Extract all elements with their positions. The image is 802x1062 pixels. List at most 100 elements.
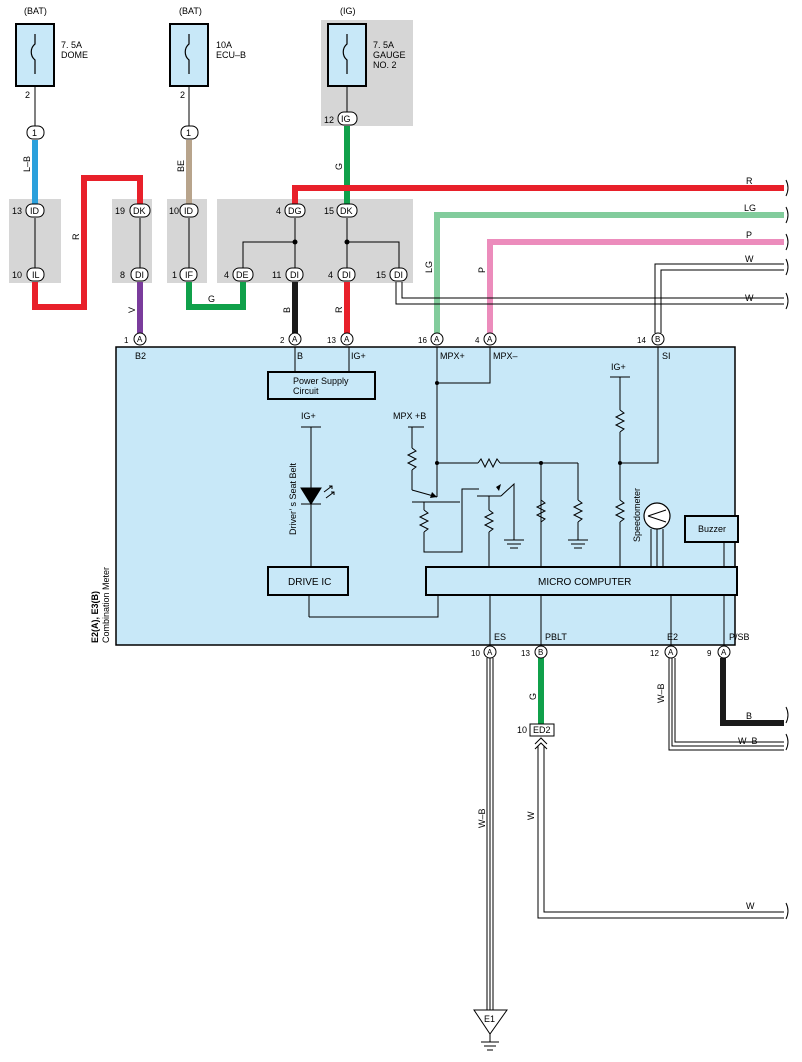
fuse-ecub: (BAT) 10A ECU–B 2 [169,6,246,100]
svg-text:13: 13 [327,336,336,345]
svg-text:L–B: L–B [22,156,32,172]
jconn-di-8: 8 DI [120,267,149,282]
svg-text:DE: DE [236,270,249,280]
svg-text:12: 12 [324,115,334,125]
svg-text:15: 15 [376,270,386,280]
svg-text:ID: ID [184,206,194,216]
svg-text:9: 9 [707,649,712,658]
svg-text:A: A [487,648,493,657]
meter-pin-bottom-12: 12 A [650,645,678,659]
jconn-de-4: 4 DE [224,267,254,282]
fuse-gauge-source: (IG) [340,6,356,16]
fuse-ecub-rating: 10A [216,40,232,50]
speedometer-icon [643,502,671,530]
svg-text:R: R [71,233,81,240]
svg-text:G: G [208,294,215,304]
fuse-ecub-pin: 2 [180,90,185,100]
meter-side-label: E2(A), E3(B) Combination Meter [90,567,111,643]
svg-text:B: B [282,307,292,313]
svg-text:E1: E1 [484,1014,495,1024]
svg-text:R: R [746,176,753,186]
svg-text:W: W [746,901,755,911]
svg-text:DK: DK [133,206,146,216]
svg-text:P/SB: P/SB [729,632,750,642]
wire-w-lower [395,282,784,305]
wire-g-bottom [186,282,246,310]
micro-computer: MICRO COMPUTER [425,566,738,596]
svg-text:4: 4 [224,270,229,280]
svg-text:14: 14 [637,336,646,345]
svg-text:B: B [655,335,660,344]
svg-text:A: A [292,335,298,344]
svg-text:W: W [745,254,754,264]
svg-text:LG: LG [744,203,756,213]
svg-text:A: A [721,648,727,657]
svg-text:2: 2 [280,336,285,345]
meter-pin-top-4: 4 A [475,332,497,346]
svg-text:MICRO COMPUTER: MICRO COMPUTER [538,577,631,588]
svg-text:Circuit: Circuit [293,386,319,396]
meter-top-labels: B2 B IG+ MPX+ MPX– SI [135,351,671,361]
svg-text:A: A [137,335,143,344]
svg-text:P: P [746,230,752,240]
fuse-gauge-name2: NO. 2 [373,60,397,70]
fuse-gauge-name1: GAUGE [373,50,406,60]
svg-text:MPX–: MPX– [493,351,518,361]
svg-text:12: 12 [650,649,659,658]
svg-text:V: V [127,307,137,313]
svg-text:B: B [538,648,543,657]
svg-text:11: 11 [272,270,281,280]
svg-text:10: 10 [12,270,22,280]
meter-pin-top-1: 1 A [124,332,147,346]
fuse-ecub-source: (BAT) [179,6,202,16]
wire-p [487,239,784,333]
svg-text:G: G [528,693,538,700]
meter-pin-top-14: 14 B [637,332,665,346]
svg-text:A: A [344,335,350,344]
svg-text:DI: DI [290,270,299,280]
svg-text:LG: LG [424,261,434,273]
svg-text:IG: IG [341,114,351,124]
svg-text:A: A [668,648,674,657]
combination-meter [115,346,736,646]
wire-lg [434,212,784,333]
mpx-b-label: MPX +B [393,411,426,421]
fuse-dome: (BAT) 7. 5A DOME 2 [15,6,88,100]
buzzer: Buzzer [684,515,739,543]
svg-text:DI: DI [342,270,351,280]
drive-ic: DRIVE IC [267,566,349,596]
power-supply-circuit: Power Supply Circuit [267,371,376,400]
fuse-ecub-name: ECU–B [216,50,246,60]
jconn-id-13: 13 ID [12,203,45,218]
jconn-dg-4: 4 DG [276,203,306,218]
connector-1-dome: 1 [26,125,45,140]
wire-r-top [292,185,784,204]
wire-r-loop [32,175,143,310]
svg-text:A: A [434,335,440,344]
ig-plus-left: IG+ [301,411,316,421]
svg-text:B2: B2 [135,351,146,361]
svg-text:4: 4 [328,270,333,280]
connector-1-ecub: 1 [180,125,199,140]
svg-text:BE: BE [176,160,186,172]
wire-labels: L–B BE G R V G B R LG P R LG P W W B W–B… [22,156,758,911]
svg-text:B: B [746,711,752,721]
jconn-di-15: 15 DI [376,267,408,282]
svg-text:P: P [477,267,487,273]
svg-text:W–B: W–B [477,808,487,828]
svg-text:4: 4 [475,336,480,345]
svg-text:MPX+: MPX+ [440,351,465,361]
fuse-gauge-rating: 7. 5A [373,40,394,50]
seat-belt-label: Driver’ s Seat Belt [288,462,298,535]
svg-text:W–B: W–B [656,683,666,703]
svg-text:DI: DI [394,270,403,280]
svg-text:4: 4 [276,206,281,216]
svg-text:E2: E2 [667,632,678,642]
jconn-dk-19: 19 DK [115,203,151,218]
svg-text:IF: IF [185,270,194,280]
svg-text:1: 1 [172,270,177,280]
svg-text:10: 10 [169,206,179,216]
svg-text:19: 19 [115,206,125,216]
fuse-dome-source: (BAT) [24,6,47,16]
